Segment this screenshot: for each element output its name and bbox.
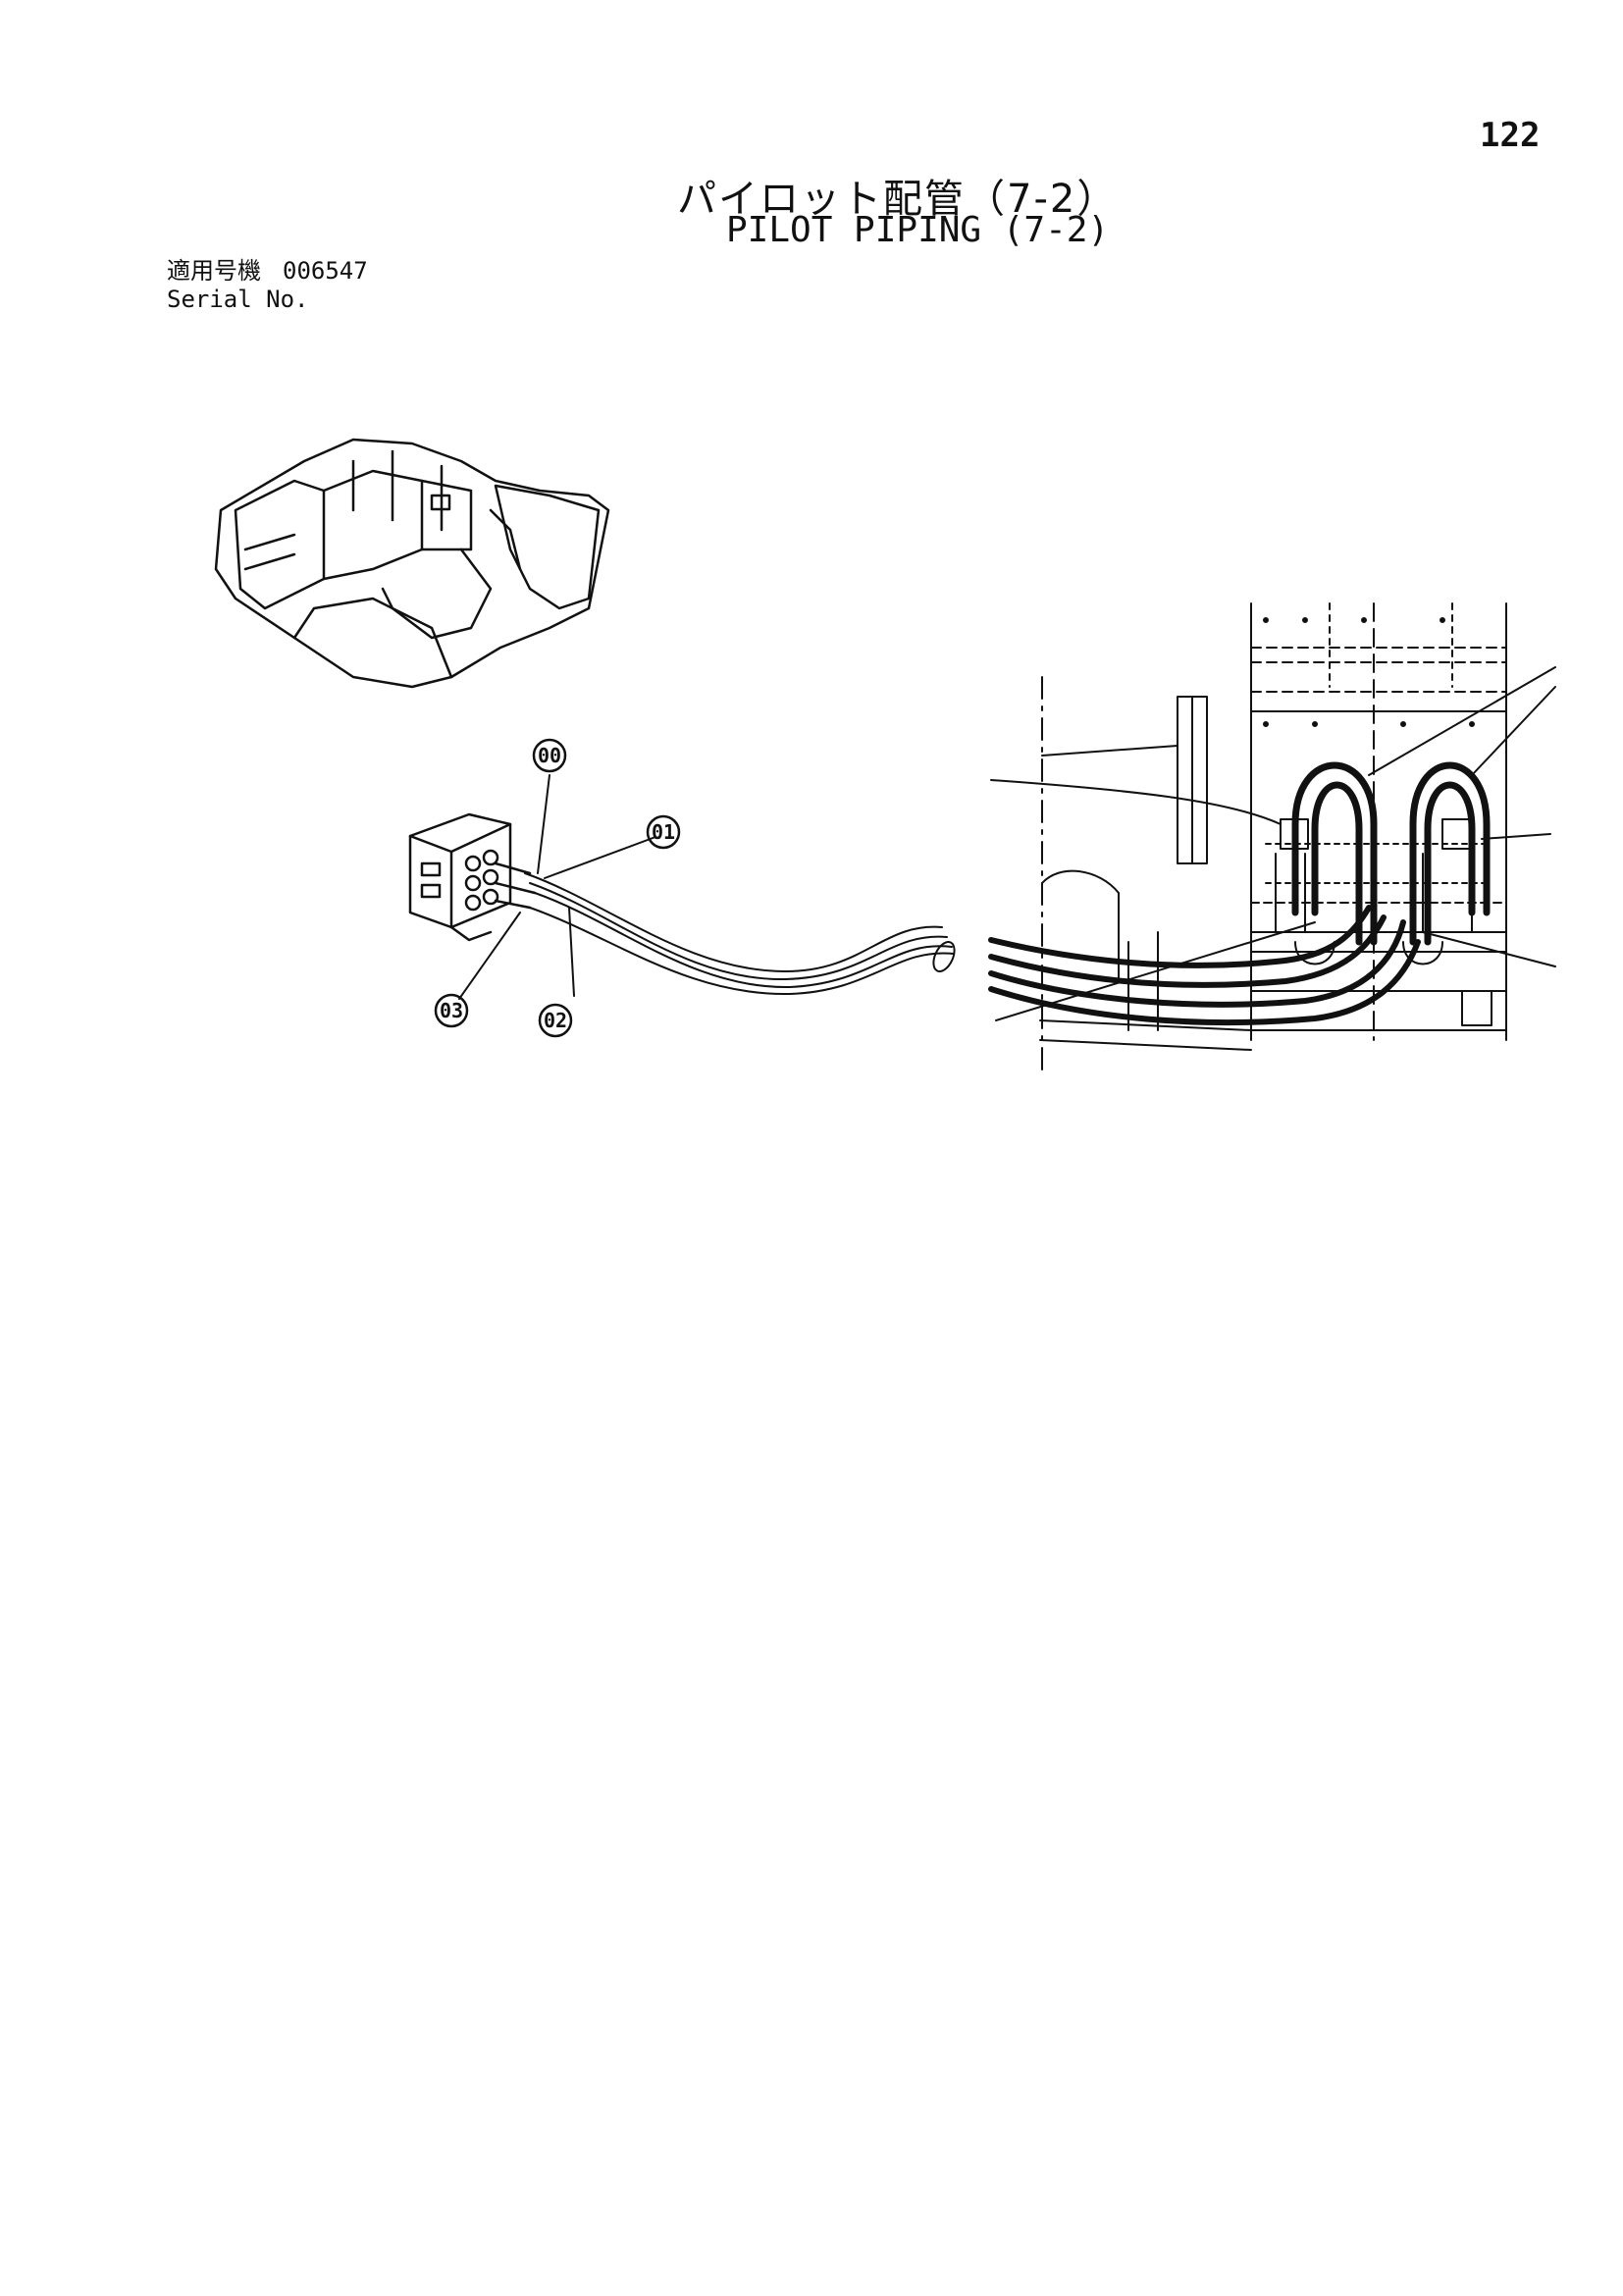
frame-assembly bbox=[1039, 602, 1507, 1070]
callout-02: 02 bbox=[538, 1003, 573, 1038]
callout-01-label: 01 bbox=[652, 820, 675, 844]
pilot-hose-bundle bbox=[524, 872, 956, 996]
machine-overview-drawing bbox=[214, 438, 610, 689]
serial-value: 006547 bbox=[283, 257, 368, 285]
leader-lines bbox=[458, 666, 1556, 1021]
page-number: 122 bbox=[1480, 116, 1541, 155]
pilot-valve-block bbox=[408, 812, 537, 942]
callout-00: 00 bbox=[532, 738, 567, 773]
callout-00-label: 00 bbox=[538, 744, 561, 767]
u-hose-loops bbox=[1291, 761, 1491, 946]
page-title-english: PILOT PIPING (7-2) bbox=[726, 210, 1110, 250]
main-hose-bundle bbox=[988, 905, 1421, 1026]
callout-02-label: 02 bbox=[544, 1009, 567, 1032]
serial-label-japanese: 適用号機 bbox=[167, 257, 261, 285]
callout-01: 01 bbox=[646, 814, 681, 850]
callout-03-label: 03 bbox=[440, 999, 463, 1022]
page-title-japanese: パイロット配管（7-2） bbox=[677, 177, 1119, 222]
serial-number-block: 適用号機 006547 Serial No. bbox=[167, 257, 368, 314]
serial-label-english: Serial No. bbox=[167, 286, 309, 313]
callout-03: 03 bbox=[434, 993, 469, 1028]
